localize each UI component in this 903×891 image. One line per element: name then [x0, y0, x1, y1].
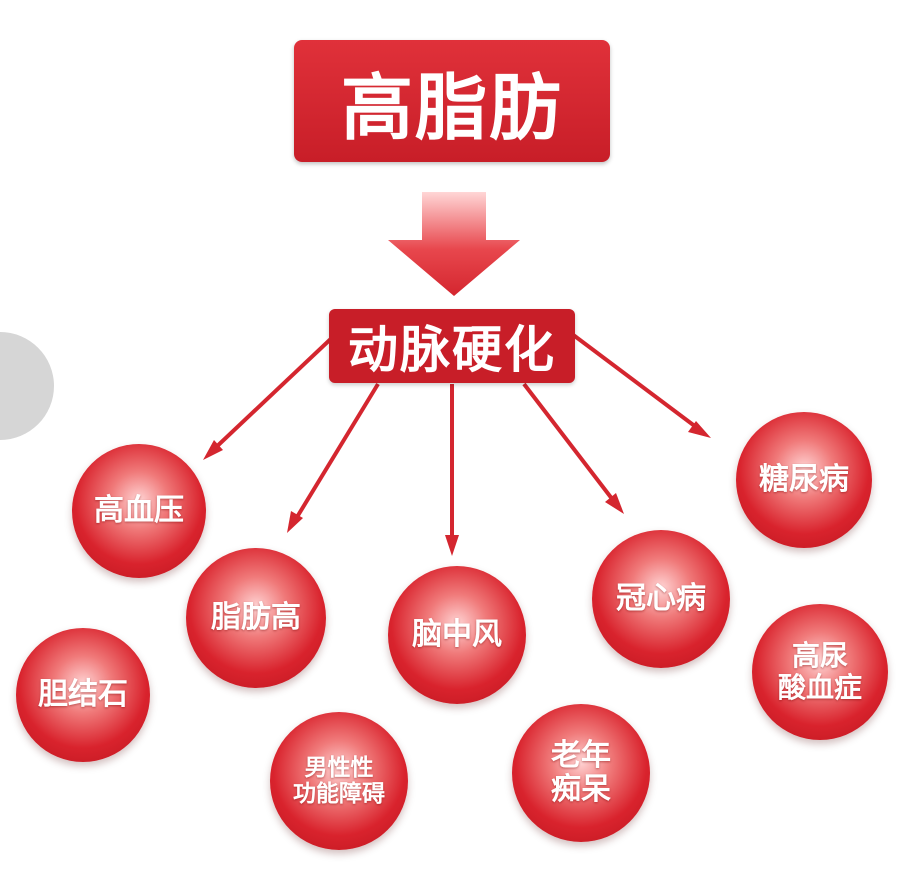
link-tangniaobing [570, 332, 702, 432]
disease-bubble: 糖尿病 [736, 412, 872, 548]
disease-label: 功能障碍 [293, 781, 385, 807]
disease-bubble: 脑中风 [388, 566, 526, 704]
disease-label: 男性性 [304, 754, 374, 781]
disease-label: 糖尿病 [759, 461, 849, 497]
disease-label: 高尿 [791, 638, 848, 672]
arrowhead-guanxinbing [605, 493, 624, 514]
disease-label: 冠心病 [616, 580, 706, 616]
disease-label: 酸血症 [777, 671, 862, 704]
disease-bubble: 老年 痴呆 [512, 704, 650, 842]
title-box: 高脂肪 [294, 40, 610, 162]
arrowhead-naozhongfeng [445, 535, 459, 556]
arrowhead-gaoxueya [203, 440, 223, 460]
main-down-arrow [388, 192, 520, 296]
disease-bubble: 男性性 功能障碍 [270, 712, 408, 850]
arrowhead-zhifanggao [287, 511, 303, 533]
link-zhifanggao [292, 382, 380, 524]
center-text: 动脉硬化 [348, 321, 556, 379]
disease-bubble: 高血压 [72, 444, 206, 578]
disease-label: 胆结石 [38, 676, 128, 712]
disease-bubble: 高尿 酸血症 [752, 604, 888, 740]
center-box: 动脉硬化 [329, 309, 575, 383]
arrowhead-tangniaobing [688, 421, 711, 438]
disease-label: 痴呆 [551, 772, 611, 807]
link-guanxinbing [522, 382, 618, 506]
disease-bubble: 脂肪高 [186, 548, 326, 688]
disease-bubble: 胆结石 [16, 628, 150, 762]
link-gaoxueya [210, 332, 338, 453]
disease-bubble: 冠心病 [592, 530, 730, 668]
disease-label: 脂肪高 [211, 599, 301, 635]
disease-label: 脑中风 [412, 616, 502, 652]
disease-label: 高血压 [94, 492, 184, 528]
disease-label: 老年 [551, 737, 611, 773]
title-text: 高脂肪 [340, 65, 563, 150]
